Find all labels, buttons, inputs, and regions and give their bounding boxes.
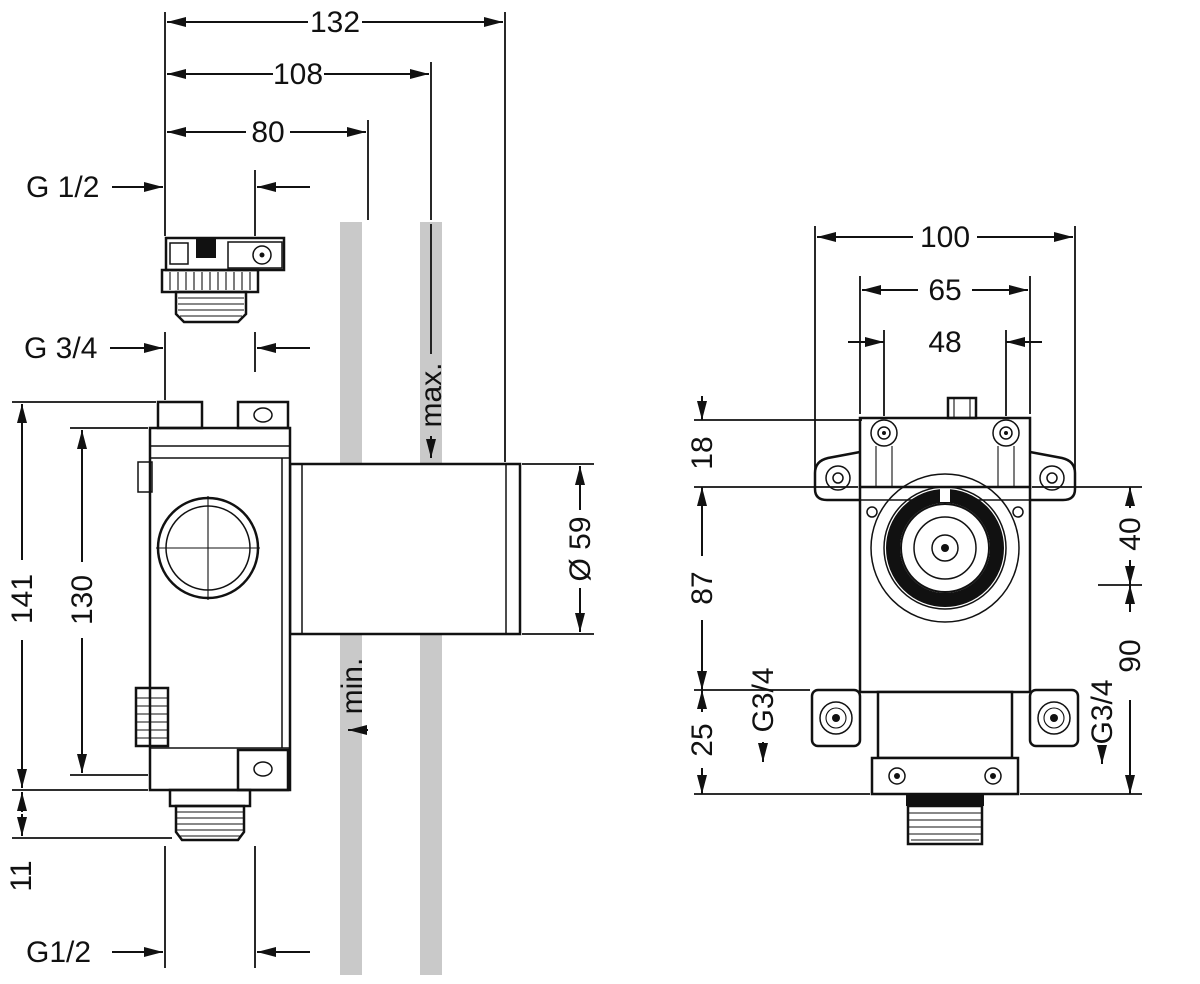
dim-87: 87	[686, 487, 719, 690]
dim-dia59: Ø 59	[564, 466, 597, 632]
dim-25: 25	[686, 690, 719, 794]
dim-132-label: 132	[310, 6, 360, 39]
dim-g34-left-label: G3/4	[747, 667, 780, 732]
dim-dia59-label: Ø 59	[564, 516, 597, 581]
dim-g12-bottom-label: G1/2	[26, 936, 91, 969]
side-extension-lines	[12, 12, 594, 968]
dim-40-label: 40	[1114, 517, 1147, 550]
sleeve-cylinder	[288, 462, 522, 636]
shutoff-unit-side	[160, 236, 286, 324]
dim-18-label: 18	[686, 436, 719, 469]
dim-48: 48	[848, 326, 1042, 359]
dim-108: 108	[167, 58, 429, 91]
dim-11-label: 11	[5, 860, 38, 891]
dim-25-label: 25	[686, 723, 719, 756]
front-view: 100 65 48 18 87 25 G3/4	[686, 221, 1147, 846]
dim-80-label: 80	[251, 116, 284, 149]
dim-65: 65	[862, 274, 1028, 307]
valve-body-front	[810, 396, 1080, 846]
dim-65-label: 65	[928, 274, 961, 307]
dim-130: 130	[66, 430, 99, 773]
dim-40: 40	[1114, 487, 1147, 585]
dim-g34-right-label: G3/4	[1086, 679, 1119, 744]
annotation-max: max.	[415, 224, 448, 458]
dim-g34-left: G3/4	[747, 667, 780, 762]
dim-g34-right: G3/4	[1086, 679, 1119, 764]
dim-g12-top: G 1/2	[26, 171, 310, 204]
dim-11: 11	[5, 792, 38, 892]
dim-80: 80	[167, 116, 366, 149]
annotation-min: min.	[336, 658, 369, 735]
side-view: 132 108 80 G 1/2 G 3/4 141	[5, 6, 597, 975]
dim-48-label: 48	[928, 326, 961, 359]
dim-130-label: 130	[66, 575, 99, 625]
dim-g34-side: G 3/4	[24, 332, 310, 365]
knob-face	[870, 473, 1020, 623]
dim-90: 90	[1114, 585, 1147, 794]
dim-108-label: 108	[273, 58, 323, 91]
dim-g12-bottom: G1/2	[26, 936, 310, 969]
max-label: max.	[415, 362, 448, 427]
dim-100: 100	[817, 221, 1073, 254]
dim-132: 132	[167, 6, 503, 39]
dim-100-label: 100	[920, 221, 970, 254]
dim-141-label: 141	[6, 574, 39, 624]
dim-g34-side-label: G 3/4	[24, 332, 97, 365]
min-label: min.	[336, 658, 369, 715]
dim-141: 141	[6, 404, 39, 788]
dim-90-label: 90	[1114, 639, 1147, 672]
dim-87-label: 87	[686, 571, 719, 604]
dim-g12-top-label: G 1/2	[26, 171, 99, 204]
valve-body-side	[134, 400, 292, 842]
dim-18: 18	[686, 396, 719, 470]
front-extension-lines	[694, 226, 1142, 795]
